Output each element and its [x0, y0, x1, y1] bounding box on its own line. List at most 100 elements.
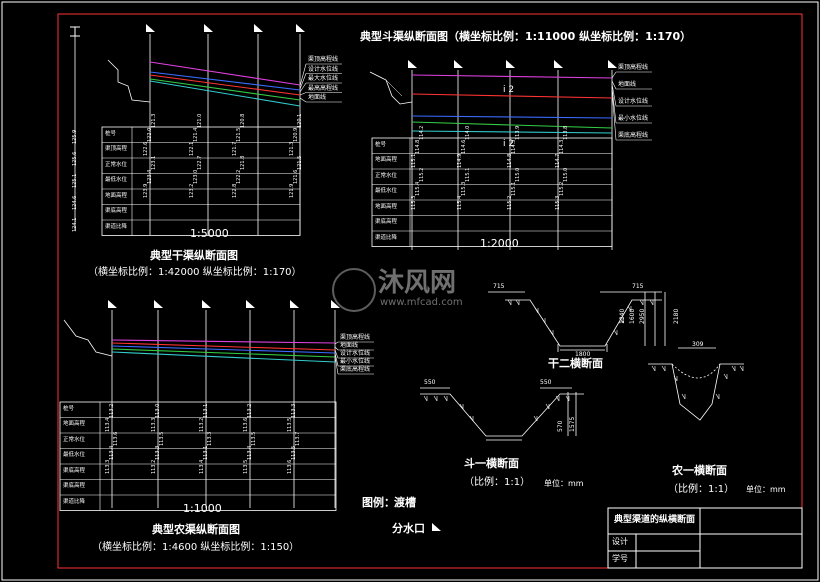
farm-station-marker-icon — [246, 300, 255, 308]
main-cross-section-dimension: 1340 — [619, 308, 626, 324]
farm_canal-elevation-value: 113.0 — [155, 403, 161, 418]
watermark-brand: 沐风网 — [378, 268, 457, 298]
main-bank-top-line — [149, 61, 301, 86]
branch_canal-elevation-value: 113.9 — [515, 125, 521, 140]
main_canal-row-label: 正常水位 — [105, 161, 128, 168]
branch_canal-elevation-value: 115.1 — [411, 153, 417, 168]
farm-canal-scale: 1:1000 — [183, 502, 222, 515]
branch_canal-legend-item: 最小水位线 — [618, 115, 649, 122]
main_canal-row-label: 最低水位 — [105, 177, 128, 184]
branch_canal-elevation-value: 115.2 — [507, 195, 513, 210]
branch-station-marker-icon — [554, 60, 563, 68]
cross-section-farm — [648, 347, 744, 421]
main-station-marker-icon — [146, 24, 155, 32]
farm_canal-elevation-value: 113.3 — [291, 403, 297, 418]
farm_canal-elevation-value: 113.2 — [199, 417, 205, 432]
branch-bed-line — [411, 130, 613, 134]
branch_canal-elevation-value: 114.7 — [555, 153, 561, 168]
main-cross-section-dimension: 2950 — [639, 308, 646, 324]
branch-min-water-line — [411, 121, 613, 129]
branch_canal-elevation-value: 115.3 — [461, 181, 467, 196]
branch_canal-elevation-value: 114.8 — [507, 153, 513, 168]
branch-cross-section-dimension: 550 — [424, 379, 436, 386]
main_canal-row-label: 桩号 — [105, 130, 117, 137]
main_canal-row-label: 渠道比降 — [105, 223, 128, 230]
main-max-water-line — [149, 74, 301, 96]
main-cross-section-title: 干二横断面 — [548, 357, 603, 370]
farm_canal-elevation-value: 113.7 — [295, 431, 301, 446]
main-design-water-line — [149, 71, 301, 91]
main_canal-elevation-value: 123.2 — [189, 183, 195, 198]
main_canal-row-label: 地面高程 — [105, 192, 128, 199]
branch_canal-elevation-value: 115.0 — [515, 167, 521, 182]
farm-bank-top-line — [111, 339, 336, 344]
main_canal-elevation-value: 121.5 — [297, 155, 303, 170]
branch-cross-section-title: 斗一横断面 — [464, 457, 519, 470]
main-canal-axis-value: 124.6 — [72, 195, 78, 210]
main_canal-table-frame — [101, 126, 301, 236]
main-canal-scale: 1:5000 — [190, 227, 229, 240]
main_canal-elevation-value: 122.7 — [197, 155, 203, 170]
main_canal-elevation-value: 121.7 — [232, 141, 238, 156]
farm_canal-elevation-value: 113.6 — [243, 417, 249, 432]
legend-label: 图例： — [362, 496, 395, 509]
main-canal-axis-value: 125.6 — [72, 151, 78, 166]
farm-canal-subtitle: （横坐标比例：1:4600 纵坐标比例：1:150） — [92, 542, 300, 553]
farm-station-marker-icon — [290, 300, 299, 308]
branch-cross-section-dimension: 570 — [557, 420, 564, 432]
branch_canal-row-label: 最低水位 — [375, 188, 398, 195]
outlet-symbol — [432, 523, 441, 531]
branch-slope-marker-top: i 2 — [503, 85, 515, 95]
farm_canal-elevation-value: 113.1 — [203, 445, 209, 460]
branch-bank-top-line — [411, 74, 613, 79]
branch_canal-elevation-value: 115.4 — [415, 181, 421, 196]
branch-ground-line — [411, 93, 613, 99]
branch_canal-legend-item: 渠底高程线 — [618, 132, 649, 139]
main_canal-elevation-value: 121.4 — [193, 127, 199, 142]
branch-station-marker-icon — [506, 60, 515, 68]
farm_canal-elevation-value: 113.2 — [151, 459, 157, 474]
legend-outlet: 分水口 — [392, 522, 425, 535]
farm_canal-legend-item: 最小水位线 — [340, 358, 371, 365]
farm_canal-elevation-value: 113.3 — [151, 417, 157, 432]
farm_canal-row-label: 地面高程 — [63, 421, 86, 428]
farm_canal-legend-item: 设计水位线 — [340, 350, 371, 357]
farm-cross-section-unit: 单位：mm — [746, 485, 786, 494]
farm-ground-line — [111, 342, 336, 351]
cross-section-main — [488, 291, 666, 352]
main_canal-elevation-value: 122.2 — [236, 169, 242, 184]
main_canal-elevation-value: 123.1 — [151, 155, 157, 170]
branch-canal-profile — [369, 60, 652, 250]
farm_canal-row-label: 渠底高程 — [63, 467, 86, 474]
farm_canal-legend-item: 渠底高程线 — [340, 366, 371, 373]
branch-cross-section-scale: （比例：1:1） — [464, 477, 531, 488]
main_canal-elevation-value: 121.3 — [289, 141, 295, 156]
main_canal-elevation-value: 123.4 — [147, 169, 153, 184]
farm_canal-table-frame — [59, 401, 337, 511]
branch_canal-table-frame — [371, 137, 613, 247]
branch_canal-elevation-value: 115.1 — [465, 167, 471, 182]
main-station-marker-icon — [296, 24, 305, 32]
branch_canal-elevation-value: 114.2 — [419, 125, 425, 140]
main-canal-axis-value: 124.1 — [72, 217, 78, 232]
branch-station-marker-icon — [454, 60, 463, 68]
farm_canal-elevation-value: 113.3 — [105, 459, 111, 474]
main_canal-legend-item: 地面线 — [308, 94, 327, 101]
farm_canal-row-label: 渠底高程 — [63, 483, 86, 490]
main-canal-axis-value: 125.9 — [72, 129, 78, 144]
main_canal-elevation-value: 121.8 — [240, 155, 246, 170]
farm_canal-elevation-value: 113.5 — [291, 445, 297, 460]
farm-station-marker-icon — [202, 300, 211, 308]
main_canal-elevation-value: 123.0 — [193, 169, 199, 184]
branch_canal-elevation-value: 114.0 — [465, 125, 471, 140]
farm_canal-row-label: 最低水位 — [63, 452, 86, 459]
branch-slope-marker-bottom: i 2 — [503, 139, 515, 149]
main_canal-elevation-value: 121.6 — [293, 169, 299, 184]
farm-bed-line — [111, 351, 336, 363]
branch-cross-section-unit: 单位：mm — [544, 479, 584, 488]
main_canal-elevation-value: 122.1 — [189, 141, 195, 156]
main-ground-line — [149, 80, 301, 107]
main-cross-section-dimension: 715 — [632, 283, 644, 290]
